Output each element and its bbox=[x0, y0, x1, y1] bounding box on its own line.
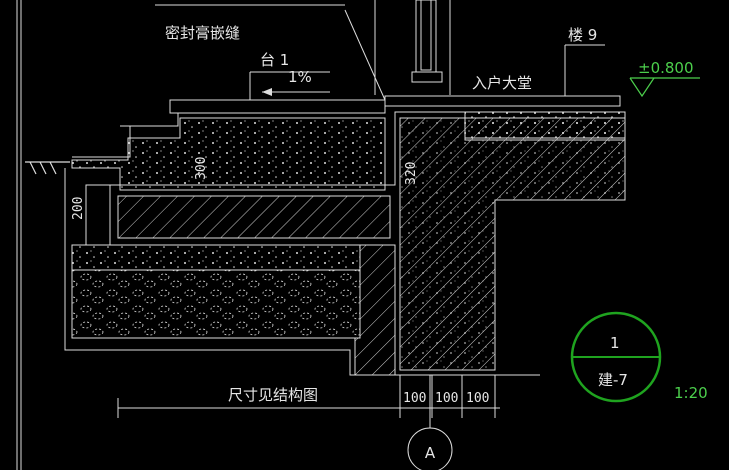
upper-slab bbox=[464, 111, 626, 139]
sealant-joint-label: 密封膏嵌缝 bbox=[165, 24, 240, 42]
lower-concrete bbox=[71, 244, 361, 271]
dim-300-label: 300 bbox=[194, 157, 209, 180]
structural-slab bbox=[117, 195, 391, 239]
step-label: 台 1 bbox=[260, 51, 289, 69]
lobby-label: 入户大堂 bbox=[472, 74, 532, 92]
dim-100-c: 100 bbox=[466, 391, 489, 406]
elevation-label: ±0.800 bbox=[638, 59, 694, 77]
rubble-layer bbox=[71, 269, 361, 339]
slope-arrow bbox=[262, 88, 272, 96]
dim-200-box bbox=[85, 184, 111, 246]
structure-note: 尺寸见结构图 bbox=[228, 386, 318, 404]
dim-200-label: 200 bbox=[71, 197, 86, 220]
dim-100-b: 100 bbox=[435, 391, 458, 406]
bottom-dimension bbox=[117, 374, 540, 418]
wall-concrete-overlay bbox=[400, 118, 625, 370]
scale-label: 1:20 bbox=[674, 384, 708, 402]
dim-320-label: 320 bbox=[404, 162, 419, 185]
step-concrete bbox=[71, 117, 386, 191]
ground-symbol bbox=[25, 161, 70, 175]
axis-bubble bbox=[407, 427, 453, 470]
axis-label: A bbox=[425, 444, 436, 462]
slope-label: 1% bbox=[288, 68, 312, 86]
door-frame bbox=[374, 0, 451, 95]
floor-label: 楼 9 bbox=[568, 26, 597, 44]
step-top-surface bbox=[72, 95, 621, 158]
detail-sheet: 建-7 bbox=[598, 371, 628, 389]
retaining-edge bbox=[354, 244, 396, 376]
leader-lines bbox=[155, 4, 605, 101]
dim-100-a: 100 bbox=[403, 391, 426, 406]
detail-number: 1 bbox=[610, 334, 620, 352]
elevation-marker bbox=[629, 77, 700, 98]
